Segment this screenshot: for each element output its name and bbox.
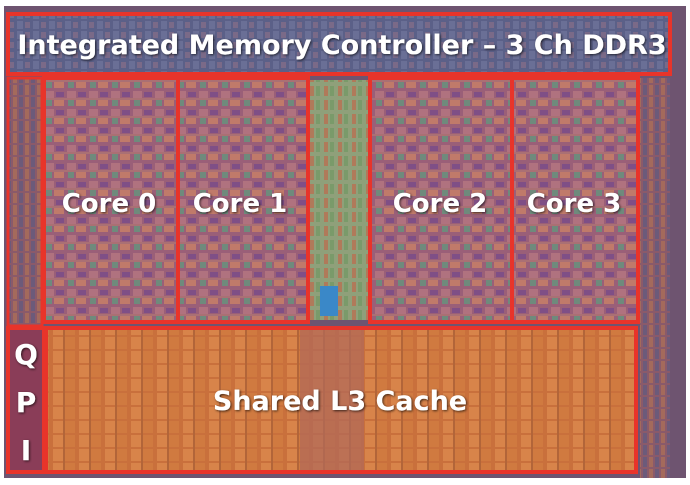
qpi-block — [8, 328, 44, 472]
left-io-strip — [8, 78, 42, 326]
qpi-letter-i: I — [21, 434, 31, 467]
imc-outline — [6, 12, 672, 76]
core-1-outline — [176, 76, 310, 324]
cache-center-region — [300, 330, 364, 470]
core-2-block — [372, 80, 510, 320]
l3-cache-label: Shared L3 Cache — [213, 386, 467, 417]
core-1-label: Core 1 — [193, 189, 288, 219]
uncore-detail — [320, 286, 338, 316]
imc-label: Integrated Memory Controller – 3 Ch DDR3 — [17, 30, 666, 61]
qpi-letter-q: Q — [14, 338, 38, 371]
core-3-outline — [510, 76, 640, 324]
uncore-column — [310, 80, 368, 320]
l3-cache-outline — [44, 326, 638, 474]
qpi-letter-p: P — [16, 386, 37, 419]
core-1-block — [180, 80, 306, 320]
core-0-block — [46, 80, 176, 320]
core-3-label: Core 3 — [527, 189, 622, 219]
core-2-label: Core 2 — [393, 189, 488, 219]
imc-block — [8, 14, 670, 74]
core-3-block — [514, 80, 636, 320]
right-io-strip — [640, 78, 670, 478]
core-0-label: Core 0 — [62, 189, 157, 219]
